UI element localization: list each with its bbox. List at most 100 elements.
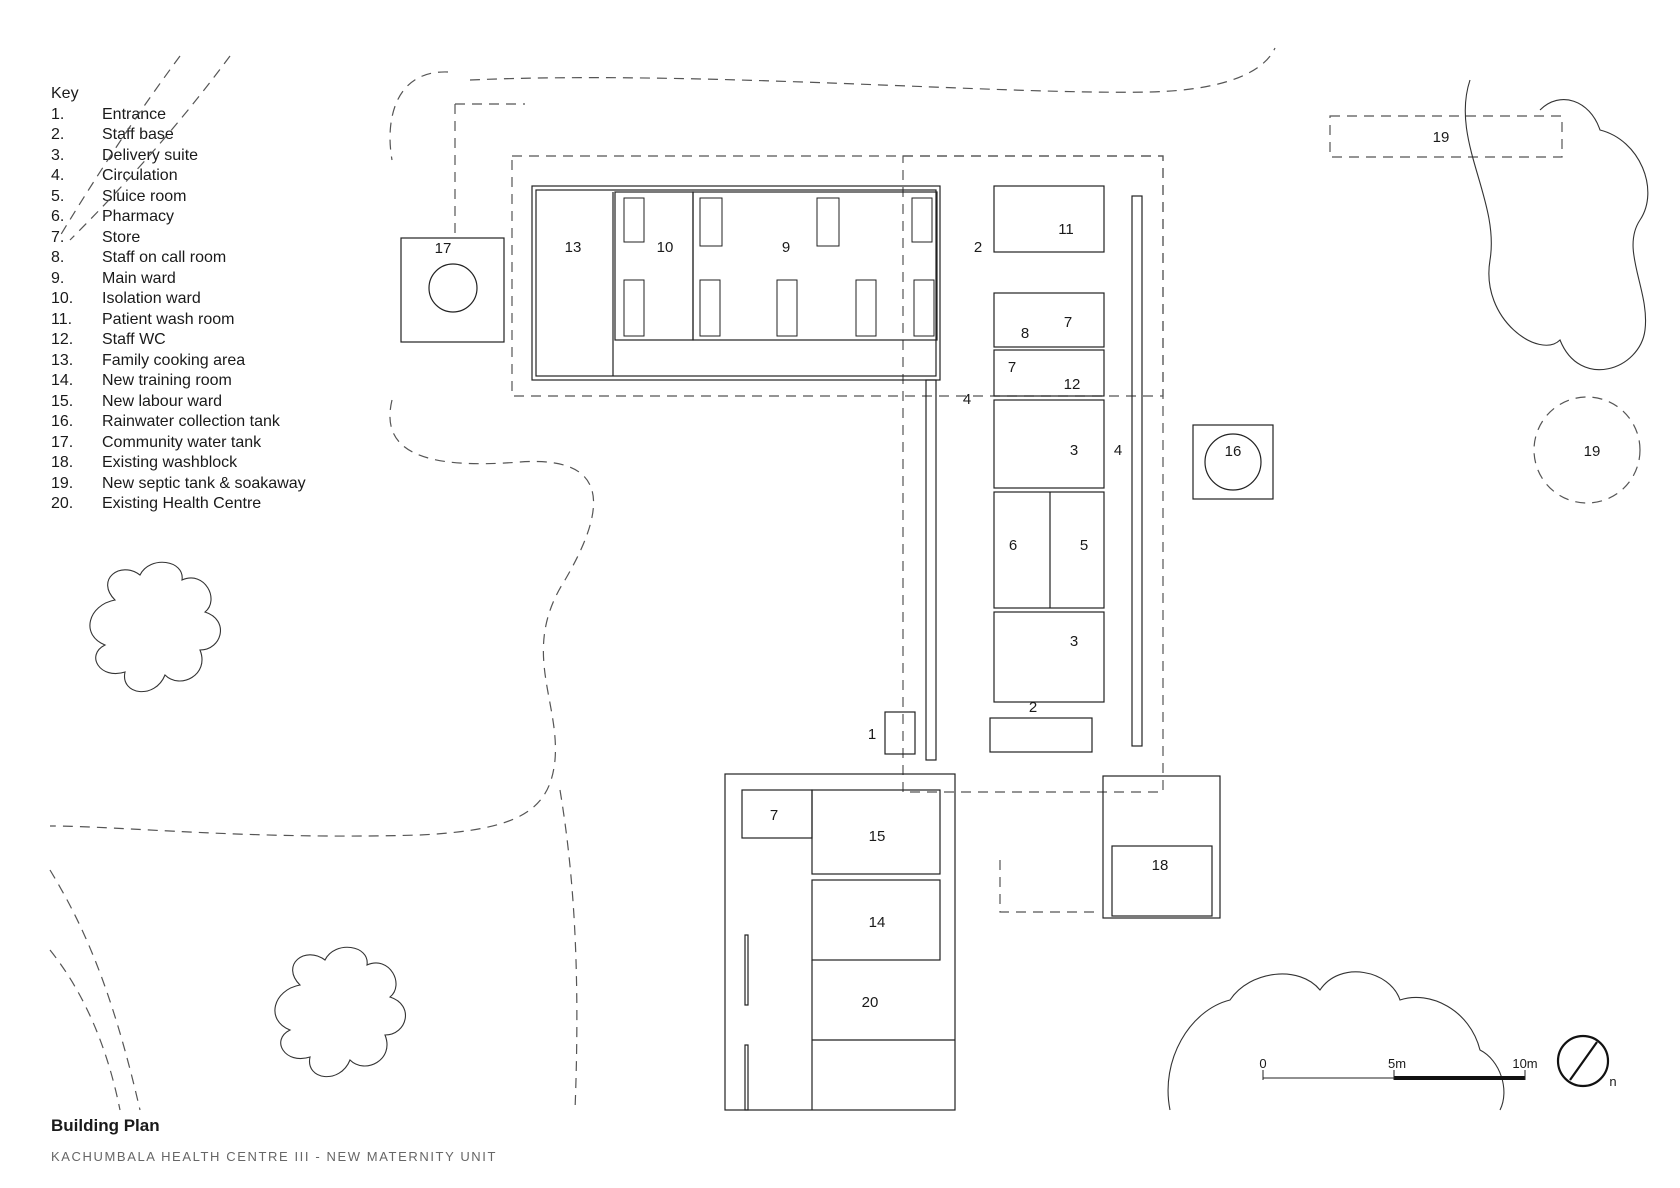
site-path-line	[59, 55, 181, 237]
key-label: Rainwater collection tank	[102, 413, 280, 430]
washblock-wall	[1111, 845, 1213, 917]
room-label: 14	[869, 914, 886, 931]
key-label: New septic tank & soakaway	[102, 474, 306, 492]
key-item: 14.New training room	[51, 371, 232, 392]
site-path-line	[389, 71, 449, 161]
key-item: 17.Community water tank	[51, 433, 261, 454]
bed-icon	[699, 279, 721, 337]
lower-block	[724, 773, 1221, 1111]
ward-wing	[531, 185, 941, 381]
room-label: 17	[435, 240, 452, 257]
key-label: Circulation	[102, 167, 178, 184]
site-path-line	[469, 47, 1276, 93]
site-dashed-lines	[49, 47, 1641, 1111]
corridor-walls	[884, 185, 1143, 761]
site-path-line	[49, 949, 121, 1111]
delivery-suite-wall	[993, 611, 1105, 703]
key-label: Staff on call room	[102, 249, 227, 266]
key-number: 18.	[51, 454, 74, 471]
plan-title: Building Plan	[51, 1116, 160, 1135]
tree-icon	[274, 946, 406, 1078]
delivery-suite-wall	[993, 399, 1105, 489]
room-label: 2	[974, 239, 982, 256]
key-item: 18. Existing washblock	[51, 453, 237, 474]
bench	[744, 1044, 749, 1111]
key-label: Isolation ward	[102, 290, 201, 307]
room-label: 19	[1584, 443, 1601, 460]
room-label: 12	[1064, 376, 1081, 393]
key-item: 16. Rainwater collection tank	[51, 412, 280, 433]
store-wall	[993, 349, 1105, 397]
scale-segment	[1394, 1076, 1525, 1080]
key-label: New labour ward	[102, 392, 223, 410]
key-number: 13.	[51, 351, 74, 369]
bed-icon	[623, 279, 645, 337]
key-label: Community water tank	[102, 433, 262, 451]
key-number: 5.	[51, 187, 65, 205]
room-label: 7	[1064, 314, 1072, 331]
room-labels: 13 10 9 2 11 17 8 7 7 12 4 4 3 6 5 3 2 1…	[435, 129, 1601, 1011]
trees	[89, 79, 1649, 1111]
roof-outline	[902, 155, 1164, 793]
north-arrow: n	[1556, 1034, 1617, 1089]
tree-icon	[1464, 79, 1649, 371]
bed-icon	[623, 197, 645, 243]
key-item: 7.Store	[51, 228, 140, 249]
key-number: 3.	[51, 146, 65, 164]
room-label: 11	[1058, 221, 1074, 238]
key-number: 16.	[51, 413, 74, 430]
existing-building-wall	[724, 773, 956, 1111]
key-label: Existing Health Centre	[102, 495, 262, 512]
entrance-steps	[884, 711, 916, 755]
key-number: 4.	[51, 167, 65, 184]
plan-subtitle: KACHUMBALA HEALTH CENTRE III - NEW MATER…	[51, 1149, 498, 1164]
key-label: Patient wash room	[102, 310, 235, 328]
key-item: 6. Pharmacy	[51, 207, 174, 228]
key-item: 11.Patient wash room	[51, 310, 235, 331]
room-label: 8	[1021, 325, 1029, 342]
key-number: 10.	[51, 290, 74, 307]
key-item: 9. Main ward	[51, 269, 176, 290]
room-label: 18	[1152, 857, 1169, 874]
key-number: 6.	[51, 208, 65, 225]
tree-icon	[89, 561, 221, 693]
site-path-line	[49, 869, 141, 1111]
main-ward-wall	[692, 191, 938, 341]
ward-wing-wall	[535, 189, 937, 377]
room-label: 4	[963, 391, 971, 408]
washblock-wall	[1102, 775, 1221, 919]
key-label: Entrance	[102, 105, 167, 123]
scale-bar: 0 5m 10m	[1259, 1056, 1538, 1080]
corridor-wall	[1131, 195, 1143, 747]
site-path-line	[69, 55, 231, 241]
room-label: 4	[1114, 442, 1122, 459]
room-label: 16	[1225, 443, 1242, 460]
key-label: Existing washblock	[102, 454, 238, 471]
site-path-line	[49, 399, 595, 837]
ward-wing-wall	[531, 185, 941, 381]
north-label: n	[1609, 1074, 1616, 1089]
staff-on-call-room-wall	[993, 292, 1105, 348]
pharmacy-sluice-wall	[993, 491, 1105, 609]
room-label: 20	[862, 994, 879, 1011]
north-arrow-icon	[1556, 1034, 1610, 1088]
key-label: Pharmacy	[102, 208, 175, 225]
bed-icon	[699, 197, 723, 247]
key-label: Main ward	[102, 269, 176, 287]
key-item: 20.Existing Health Centre	[51, 494, 261, 515]
key-number: 9.	[51, 269, 65, 287]
bench	[744, 934, 749, 1006]
room-label: 10	[657, 239, 674, 256]
tree-icon	[1167, 971, 1505, 1111]
room-label: 3	[1070, 633, 1078, 650]
key-item: 19.New septic tank & soakaway	[51, 474, 306, 495]
soakaway-outline	[1533, 396, 1641, 504]
key-item: 2.Staff base	[51, 125, 174, 146]
room-label: 6	[1009, 537, 1017, 554]
scale-label-five: 5m	[1388, 1056, 1406, 1071]
key-item: 5. Sluice room	[51, 187, 186, 208]
key-label: Sluice room	[102, 187, 187, 205]
key-label: Staff base	[102, 126, 174, 143]
key-number: 1.	[51, 105, 65, 123]
